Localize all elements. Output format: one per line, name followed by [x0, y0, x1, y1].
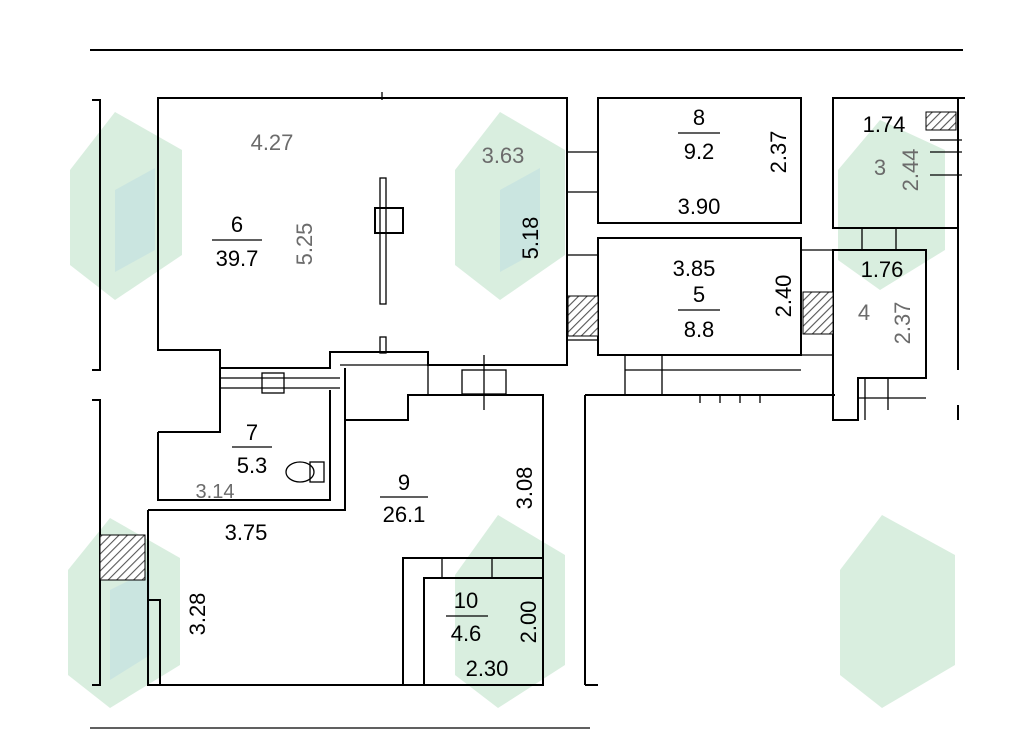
dim-5-18: 5.18 — [518, 217, 543, 260]
dim-2-44: 2.44 — [898, 149, 923, 192]
room-6-fixture — [374, 177, 404, 354]
room-3-number: 3 — [874, 155, 886, 180]
room-9-area: 26.1 — [383, 502, 426, 527]
dim-3-14: 3.14 — [196, 481, 235, 503]
dim-3-08: 3.08 — [512, 467, 537, 510]
corridor-connectors — [567, 151, 598, 341]
dim-1-74: 1.74 — [863, 112, 906, 137]
dim-3-28: 3.28 — [185, 593, 210, 636]
dim-2-37-b: 2.37 — [890, 302, 915, 345]
room-7-number: 7 — [246, 420, 258, 445]
dimension-labels: 4.27 3.63 5.25 5.18 2.37 3.90 1.74 2.44 … — [185, 112, 923, 681]
room-10-number: 10 — [454, 588, 478, 613]
room-10-walls — [402, 557, 543, 685]
room-8-walls — [597, 97, 802, 224]
watermark-logos — [68, 112, 955, 708]
room-6-walls — [157, 97, 568, 369]
dim-1-76: 1.76 — [861, 257, 904, 282]
room-3-hatch — [925, 111, 957, 131]
room-7-sink — [220, 372, 340, 394]
room-3-door — [861, 228, 897, 250]
room-10-area: 4.6 — [451, 621, 482, 646]
room-9-walls — [147, 368, 544, 686]
dim-3-63: 3.63 — [482, 143, 525, 168]
room-5-area: 8.8 — [684, 317, 715, 342]
room-5-hatch — [567, 295, 599, 337]
dim-3-85: 3.85 — [673, 256, 716, 281]
toilet-fixture — [285, 461, 325, 483]
room-4-grid — [858, 378, 926, 420]
lower-left-walls — [147, 510, 161, 685]
room-6-number: 6 — [231, 212, 243, 237]
dim-2-37-a: 2.37 — [766, 131, 791, 174]
dim-4-27: 4.27 — [251, 130, 294, 155]
room-8-area: 9.2 — [684, 139, 715, 164]
dim-3-75: 3.75 — [225, 520, 268, 545]
room-7-walls — [157, 368, 331, 501]
dim-5-25: 5.25 — [292, 223, 317, 266]
room-labels: 6 39.7 7 5.3 8 9.2 3 5 8.8 4 9 26.1 10 4… — [212, 105, 886, 646]
room-7-area: 5.3 — [237, 453, 268, 478]
corridor-walls — [584, 394, 835, 686]
room-4-number: 4 — [858, 300, 870, 325]
room-9-door-mark — [461, 355, 507, 410]
dim-3-90: 3.90 — [678, 194, 721, 219]
dim-2-00: 2.00 — [516, 601, 541, 644]
lower-left-hatch — [99, 534, 146, 581]
room-6-area: 39.7 — [216, 246, 259, 271]
right-edge-walls — [957, 97, 965, 420]
dim-2-30: 2.30 — [466, 656, 509, 681]
room-5-lower-partition — [624, 355, 801, 395]
room-4-hatch — [802, 291, 834, 335]
room-9-number: 9 — [398, 470, 410, 495]
room-5-number: 5 — [693, 282, 705, 307]
dim-2-40: 2.40 — [771, 275, 796, 318]
room-8-number: 8 — [693, 105, 705, 130]
room-4-walls — [832, 249, 927, 421]
